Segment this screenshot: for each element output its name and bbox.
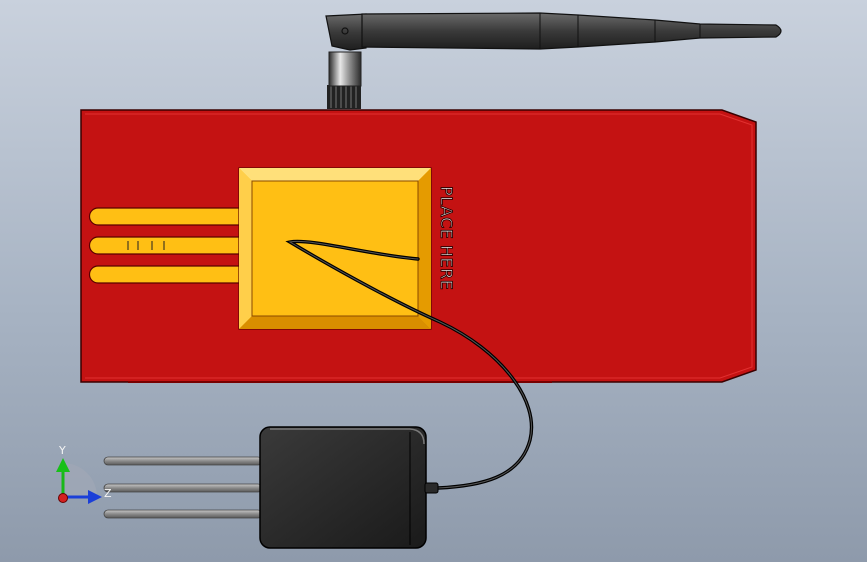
board-slots xyxy=(88,207,249,284)
z-axis-arrow xyxy=(88,490,102,504)
antenna xyxy=(325,12,782,109)
pad-bevel-left xyxy=(239,168,252,329)
antenna-connector-nut xyxy=(327,85,361,109)
sensor-probe xyxy=(103,483,263,493)
y-axis-label: Y xyxy=(58,444,66,457)
sensor-cable xyxy=(285,239,534,490)
pad-bevel-top xyxy=(239,168,431,181)
pad-bevel-bottom xyxy=(239,316,431,329)
antenna-hinge-pin xyxy=(341,27,349,35)
red-board: PLACE HERE xyxy=(80,109,757,383)
board-slot xyxy=(88,236,249,255)
triad-plane-arc xyxy=(63,463,97,497)
y-axis-arrow xyxy=(56,458,70,472)
pad-inner xyxy=(251,180,419,317)
board-slot xyxy=(88,207,249,226)
antenna-connector-sleeve xyxy=(328,51,362,87)
sensor-probes xyxy=(103,456,263,519)
sensor-body-highlight xyxy=(270,428,425,445)
antenna-hinge xyxy=(325,13,367,51)
soil-sensor xyxy=(103,426,439,549)
sensor-probe xyxy=(103,456,263,466)
slot-tick-marks xyxy=(127,241,165,250)
cable-strain-relief xyxy=(424,482,439,494)
z-axis-label: Z xyxy=(104,487,112,500)
pad-bevel-right xyxy=(418,168,431,329)
antenna-connector-ridges xyxy=(330,86,357,108)
sensor-body xyxy=(259,426,427,549)
origin-marker xyxy=(58,493,68,503)
antenna-whip xyxy=(361,12,782,50)
axis-triad: Y Z xyxy=(56,444,112,504)
sensor-probe xyxy=(103,509,263,519)
board-inner-edge xyxy=(85,113,753,379)
board-slot xyxy=(88,265,249,284)
place-here-label: PLACE HERE xyxy=(437,186,456,290)
placement-pad xyxy=(238,167,432,330)
